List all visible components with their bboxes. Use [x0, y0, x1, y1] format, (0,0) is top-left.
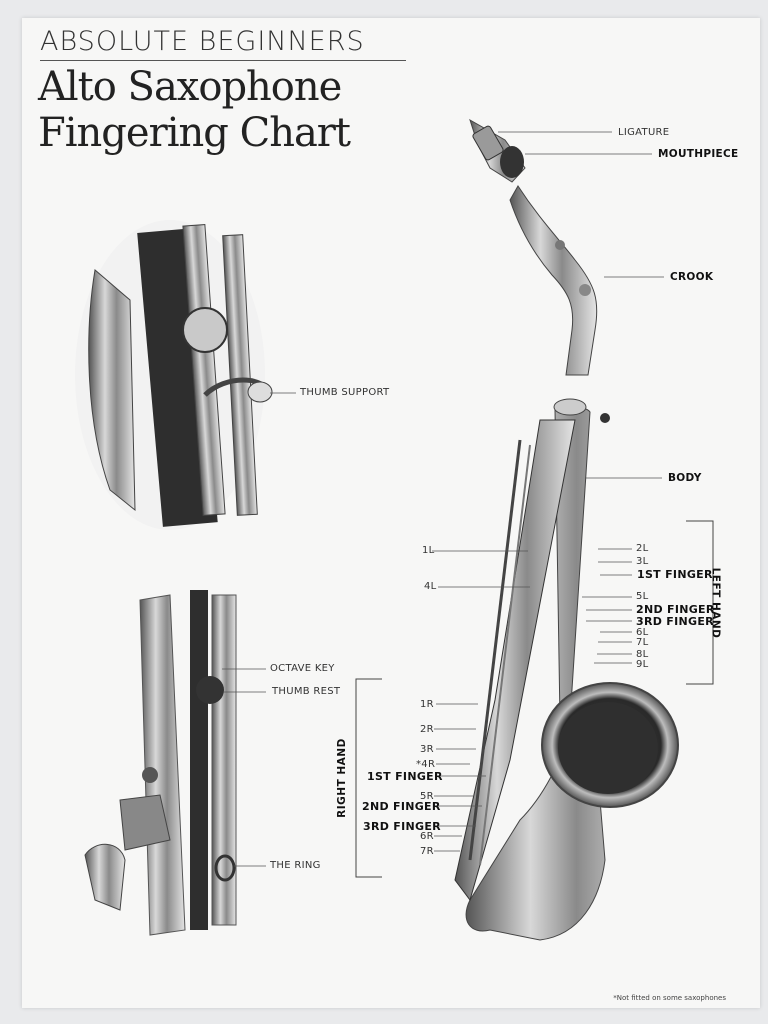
right-3rd-finger: 3RD FINGER	[363, 820, 441, 833]
leader-lines	[222, 131, 664, 867]
key-8l: 8L	[636, 649, 649, 660]
label-ligature: LIGATURE	[618, 127, 670, 138]
key-7r: 7R	[420, 846, 434, 857]
left-hand-label: LEFT HAND	[709, 567, 722, 639]
right-2nd-finger: 2ND FINGER	[362, 800, 441, 813]
key-3r: 3R	[420, 744, 434, 755]
key-2l: 2L	[636, 543, 649, 554]
label-crook: CROOK	[670, 271, 714, 283]
title-divider	[40, 60, 406, 61]
key-1l: 1L	[422, 545, 435, 556]
key-2r: 2R	[420, 724, 434, 735]
label-thumb-support: THUMB SUPPORT	[300, 387, 390, 398]
mouthpiece-illustration	[469, 118, 526, 183]
right-1st-finger: 1ST FINGER	[367, 770, 443, 783]
thumb-support-illustration	[75, 220, 273, 530]
label-body: BODY	[668, 472, 702, 484]
key-7l: 7L	[636, 637, 649, 648]
hand-brackets	[355, 520, 714, 878]
key-9l: 9L	[636, 659, 649, 670]
key-5l: 5L	[636, 591, 649, 602]
label-mouthpiece: MOUTHPIECE	[658, 148, 739, 160]
label-thumb-rest: THUMB REST	[272, 686, 341, 697]
label-the-ring: THE RING	[270, 860, 321, 871]
octave-ring-illustration	[84, 590, 237, 936]
left-3rd-finger: 3RD FINGER	[636, 615, 714, 628]
page-title: Alto Saxophone Fingering Chart	[38, 64, 351, 156]
title-line-2: Fingering Chart	[38, 110, 351, 156]
label-octave-key: OCTAVE KEY	[270, 663, 335, 674]
key-6r: 6R	[420, 831, 434, 842]
key-4r: *4R	[416, 759, 436, 770]
left-2nd-finger: 2ND FINGER	[636, 603, 715, 616]
right-hand-label: RIGHT HAND	[335, 738, 348, 818]
title-line-1: Alto Saxophone	[38, 64, 342, 110]
key-6l: 6L	[636, 627, 649, 638]
crook-illustration	[509, 185, 598, 376]
left-1st-finger: 1ST FINGER	[637, 568, 713, 581]
key-4l: 4L	[424, 581, 437, 592]
key-3l: 3L	[636, 556, 649, 567]
series-title: ABSOLUTE BEGINNERS	[40, 26, 365, 57]
key-5r: 5R	[420, 791, 434, 802]
alto-sax-body-illustration	[454, 398, 679, 941]
footnote: *Not fitted on some saxophones	[613, 994, 726, 1002]
key-1r: 1R	[420, 699, 434, 710]
